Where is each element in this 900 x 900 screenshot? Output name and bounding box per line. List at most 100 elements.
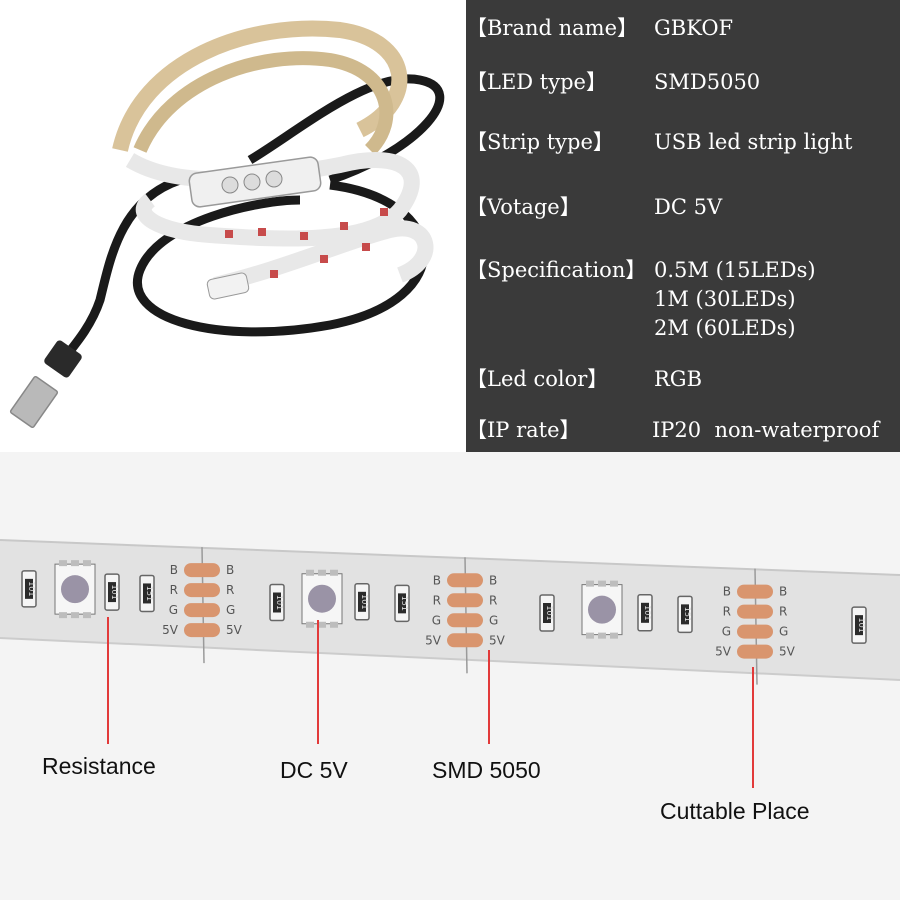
pad-label-left: R: [723, 605, 731, 619]
pad-label-left: 5V: [425, 633, 442, 647]
pad-label-right: G: [226, 603, 235, 617]
resistor-body: [543, 603, 551, 623]
solder-pad: [184, 623, 220, 638]
led-lens: [308, 584, 336, 613]
pad-label-right: 5V: [226, 623, 243, 637]
led-pin: [330, 569, 338, 576]
strip-end-cap: [206, 272, 250, 300]
spec-value-line: RGB: [654, 367, 703, 391]
resistor-body: [273, 592, 281, 613]
led-pin: [306, 621, 314, 628]
led-pin: [83, 560, 91, 567]
led-pin: [586, 632, 594, 639]
led-pin: [598, 632, 606, 639]
spec-panel: 【Brand name】 GBKOF 【LED type】 SMD5050 【S…: [466, 0, 900, 452]
led-pin: [586, 580, 594, 587]
solder-pad: [447, 573, 483, 588]
resistor-body: [681, 604, 689, 625]
resistor-body: [25, 578, 33, 599]
spec-value-line: 1M (30LEDs): [654, 287, 796, 311]
spec-label: 【Specification】: [466, 258, 647, 282]
led-pin: [71, 612, 79, 619]
spec-value: RGB: [654, 365, 702, 394]
led-pin: [598, 580, 606, 587]
pad-label-right: G: [779, 625, 788, 639]
solder-pad: [184, 603, 220, 618]
callout-cut: Cuttable Place: [660, 798, 810, 824]
pad-label-left: R: [170, 583, 178, 597]
spec-value: DC 5V: [654, 193, 722, 222]
resistor-body: [358, 591, 366, 612]
pad-label-right: 5V: [779, 645, 796, 659]
resistor-body: [398, 593, 406, 614]
solder-pad: [737, 584, 773, 599]
pad-label-left: B: [433, 573, 441, 587]
usb-plug: [9, 340, 82, 429]
solder-pad: [184, 563, 220, 578]
pad-label-right: B: [226, 563, 234, 577]
strip-body: [0, 540, 900, 680]
resistor-code: 101: [27, 581, 36, 596]
pad-label-right: R: [226, 583, 234, 597]
resistor-code: 151: [400, 596, 409, 611]
led-pin: [306, 569, 314, 576]
pad-label-right: R: [779, 605, 787, 619]
callout-smd: SMD 5050: [432, 757, 541, 783]
pad-label-right: B: [779, 585, 787, 599]
strip-edge-bottom: [0, 637, 900, 681]
spec-label: 【Brand name】: [466, 16, 639, 40]
spec-value-line: 0.5M (15LEDs): [654, 258, 816, 282]
spec-value: SMD5050: [654, 68, 760, 97]
usb-led-strip-illustration: [9, 20, 445, 429]
spec-value: IP20 non-waterproof: [652, 416, 879, 445]
solder-pad: [737, 644, 773, 659]
solder-pad: [737, 604, 773, 619]
spec-label: 【Votage】: [466, 195, 581, 219]
strip-coil-tail: [213, 220, 434, 293]
pad-label-right: B: [489, 573, 497, 587]
callout-resistance: Resistance: [42, 753, 156, 779]
led-pin: [610, 580, 618, 587]
strip-coil-back: [112, 20, 408, 152]
resistor-code: 101: [643, 605, 652, 620]
spec-label: 【Led color】: [466, 367, 609, 391]
led-pin: [59, 560, 67, 567]
pad-label-left: R: [433, 593, 441, 607]
controller-box: [188, 156, 322, 208]
spec-label: 【Strip type】: [466, 130, 614, 154]
pad-label-left: G: [169, 603, 178, 617]
resistor-code: 151: [145, 586, 154, 601]
strip-edge-top: [0, 539, 900, 576]
spec-value: 0.5M (15LEDs) 1M (30LEDs) 2M (60LEDs): [654, 256, 816, 343]
led-pin: [318, 569, 326, 576]
pad-label-left: B: [723, 585, 731, 599]
resistor-body: [855, 615, 863, 636]
spec-value-line: DC 5V: [654, 195, 723, 219]
product-photo: [0, 0, 466, 455]
led-dots: [225, 208, 388, 278]
spec-value: GBKOF: [654, 14, 733, 43]
usb-cable: [51, 175, 182, 373]
cable-loop: [247, 74, 445, 185]
solder-pad: [447, 633, 483, 648]
resistor-code: 101: [360, 594, 369, 609]
pad-label-left: G: [432, 613, 441, 627]
led-pin: [71, 560, 79, 567]
spec-value-line: USB led strip light: [654, 130, 853, 154]
resistor-body: [143, 583, 151, 604]
solder-pad: [447, 593, 483, 608]
spec-value-line: 2M (60LEDs): [654, 316, 796, 340]
spec-value-line: GBKOF: [654, 16, 734, 40]
resistor-body: [108, 582, 116, 603]
resistor-code: 101: [545, 605, 554, 620]
solder-pad: [447, 613, 483, 628]
spec-label: 【LED type】: [466, 70, 607, 94]
callout-dc5v: DC 5V: [280, 757, 348, 783]
resistor-code: 101: [110, 584, 119, 599]
led-pin: [83, 612, 91, 619]
spec-value-line: SMD5050: [654, 70, 761, 94]
pad-label-left: B: [170, 563, 178, 577]
